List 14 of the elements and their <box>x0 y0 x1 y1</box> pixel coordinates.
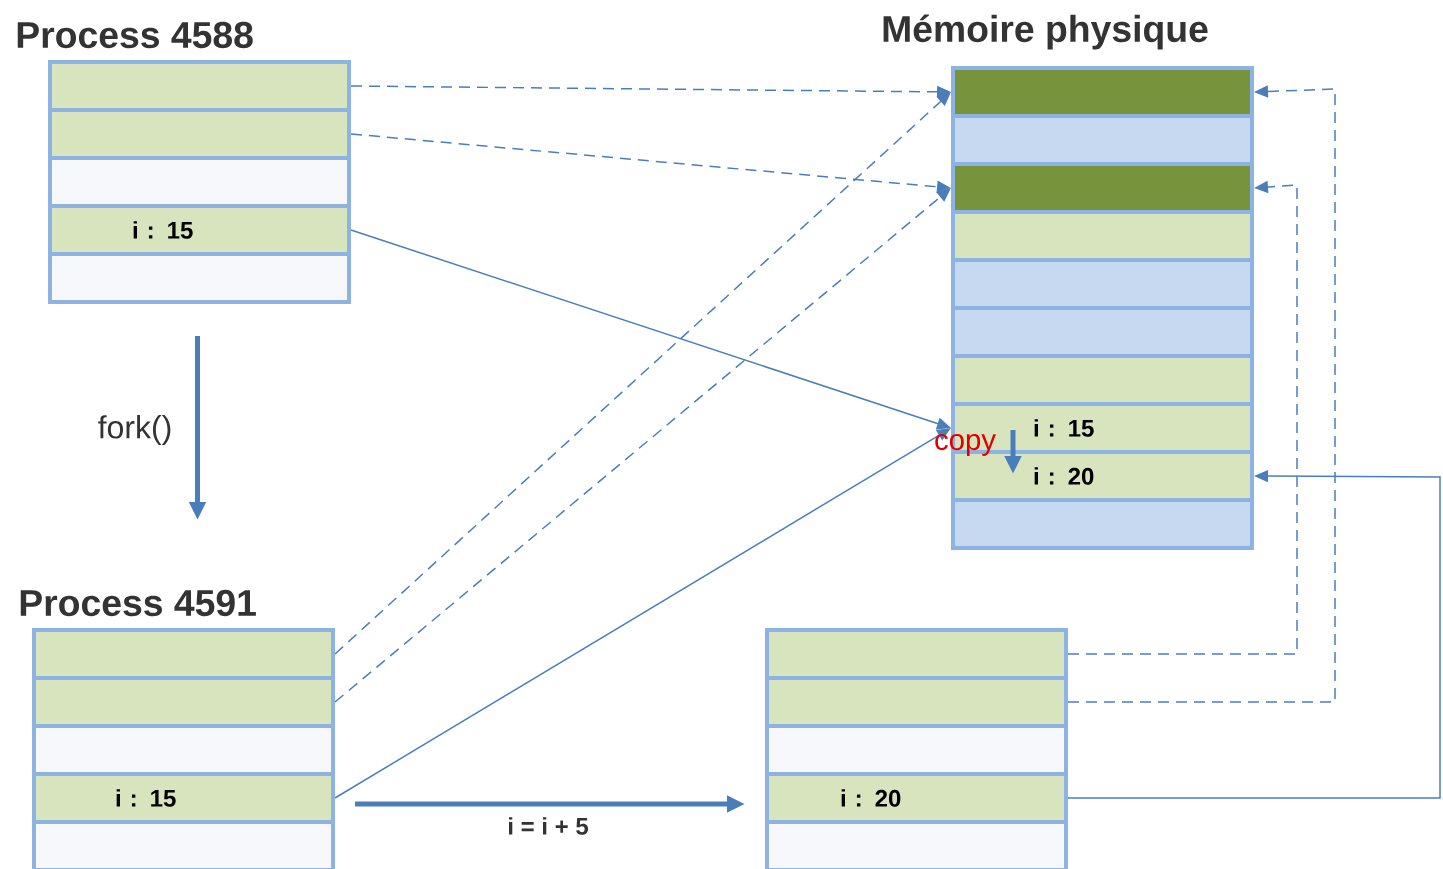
arrow <box>334 188 951 703</box>
memory-cell: i : 15 <box>48 204 351 256</box>
memory-cell: i : 15 <box>32 772 335 824</box>
table-heading: Process 4588 <box>17 21 253 49</box>
memory-cell <box>765 820 1068 869</box>
memory-cell: i : 20 <box>765 772 1068 824</box>
memory-cell <box>32 820 335 869</box>
edge-label: fork() <box>98 415 171 445</box>
table-heading: Mémoire physique <box>883 14 1208 50</box>
edge-label: i = i + 5 <box>509 817 589 835</box>
table-heading: Process 4591 <box>20 589 256 617</box>
arrow <box>334 92 951 655</box>
arrow <box>1067 85 1336 703</box>
arrow <box>334 428 951 799</box>
